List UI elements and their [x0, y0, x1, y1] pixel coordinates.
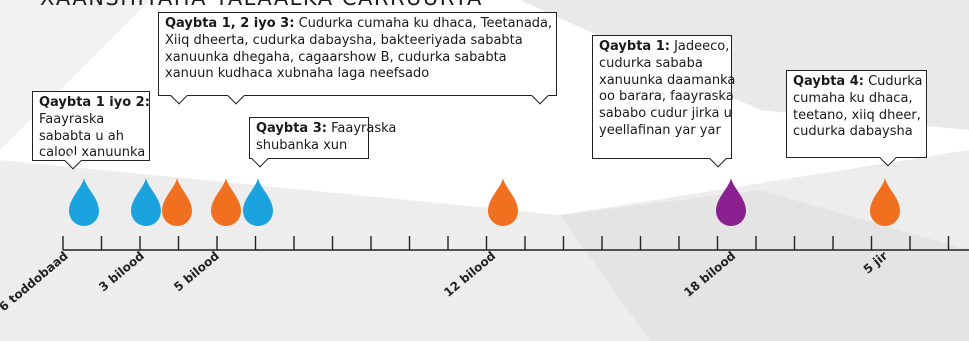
callout-dose-1-2-3: Qaybta 1, 2 iyo 3: Cudurka cumaha ku dha…: [158, 12, 557, 105]
vaccine-drop-purple: [716, 178, 746, 226]
bg-shard-bottom: [560, 190, 969, 341]
timeline-axis: [62, 236, 969, 251]
vaccine-drop-blue: [243, 178, 273, 226]
callout-line: xanuunka dhegaha, cagaarshow B, cudurka …: [165, 49, 507, 65]
callout-line: shubanka xun: [256, 137, 348, 153]
callout-heading: Qaybta 1 iyo 2:: [39, 95, 150, 110]
callout-line: Cudurka: [863, 74, 923, 89]
callout-line: sababo cudur jirka u: [599, 106, 732, 122]
page-title: XAANSHIYAHA TALAALKA CARRUURTA: [40, 0, 483, 10]
callout-line: cumaha ku dhaca,: [793, 90, 913, 106]
callout-heading: Qaybta 1:: [599, 39, 670, 54]
callout-line: Jadeeco,: [669, 39, 730, 54]
callout-line: sababta u ah: [39, 128, 124, 144]
callout-dose-4: Qaybta 4: Cudurka cumaha ku dhaca, teeta…: [786, 70, 927, 167]
callout-line: oo barara, faayraska: [599, 89, 734, 105]
callout-line: Cudurka cumaha ku dhaca, Teetanada,: [294, 16, 553, 31]
callout-line: teetano, xiiq dheer,: [793, 107, 921, 123]
callout-line: Faayraska: [39, 111, 105, 127]
callout-line: calool xanuunka: [39, 145, 146, 161]
vaccine-drops: [69, 178, 900, 226]
callout-heading: Qaybta 3:: [256, 121, 327, 136]
callout-line: xanuunka daamanka: [599, 72, 736, 88]
callout-line: xanuun kudhaca xubnaha laga neefsado: [165, 66, 430, 82]
vaccine-drop-blue: [69, 178, 99, 226]
vaccine-drop-blue: [131, 178, 161, 226]
callout-dose-3: Qaybta 3: Faayraska shubanka xun: [249, 117, 396, 168]
vaccine-drop-orange: [211, 178, 241, 226]
callout-line: cudurka sababa: [599, 55, 703, 71]
vaccine-drop-orange: [488, 178, 518, 226]
vaccine-drop-orange: [870, 178, 900, 226]
callout-dose-1-2: Qaybta 1 iyo 2: Faayraska sababta u ah c…: [32, 91, 150, 170]
callout-heading: Qaybta 4:: [793, 74, 864, 89]
callout-line: cudurka dabaysha: [793, 124, 913, 140]
callout-line: Faayraska: [326, 121, 397, 136]
callout-line: Xiiq dheerta, cudurka dabaysha, bakteeri…: [165, 32, 523, 48]
vaccine-drop-orange: [162, 178, 192, 226]
callout-heading: Qaybta 1, 2 iyo 3:: [165, 16, 295, 31]
callout-dose-1-18m: Qaybta 1: Jadeeco, cudurka sababa xanuun…: [592, 35, 736, 168]
callout-line: yeellafinan yar yar: [599, 122, 721, 138]
